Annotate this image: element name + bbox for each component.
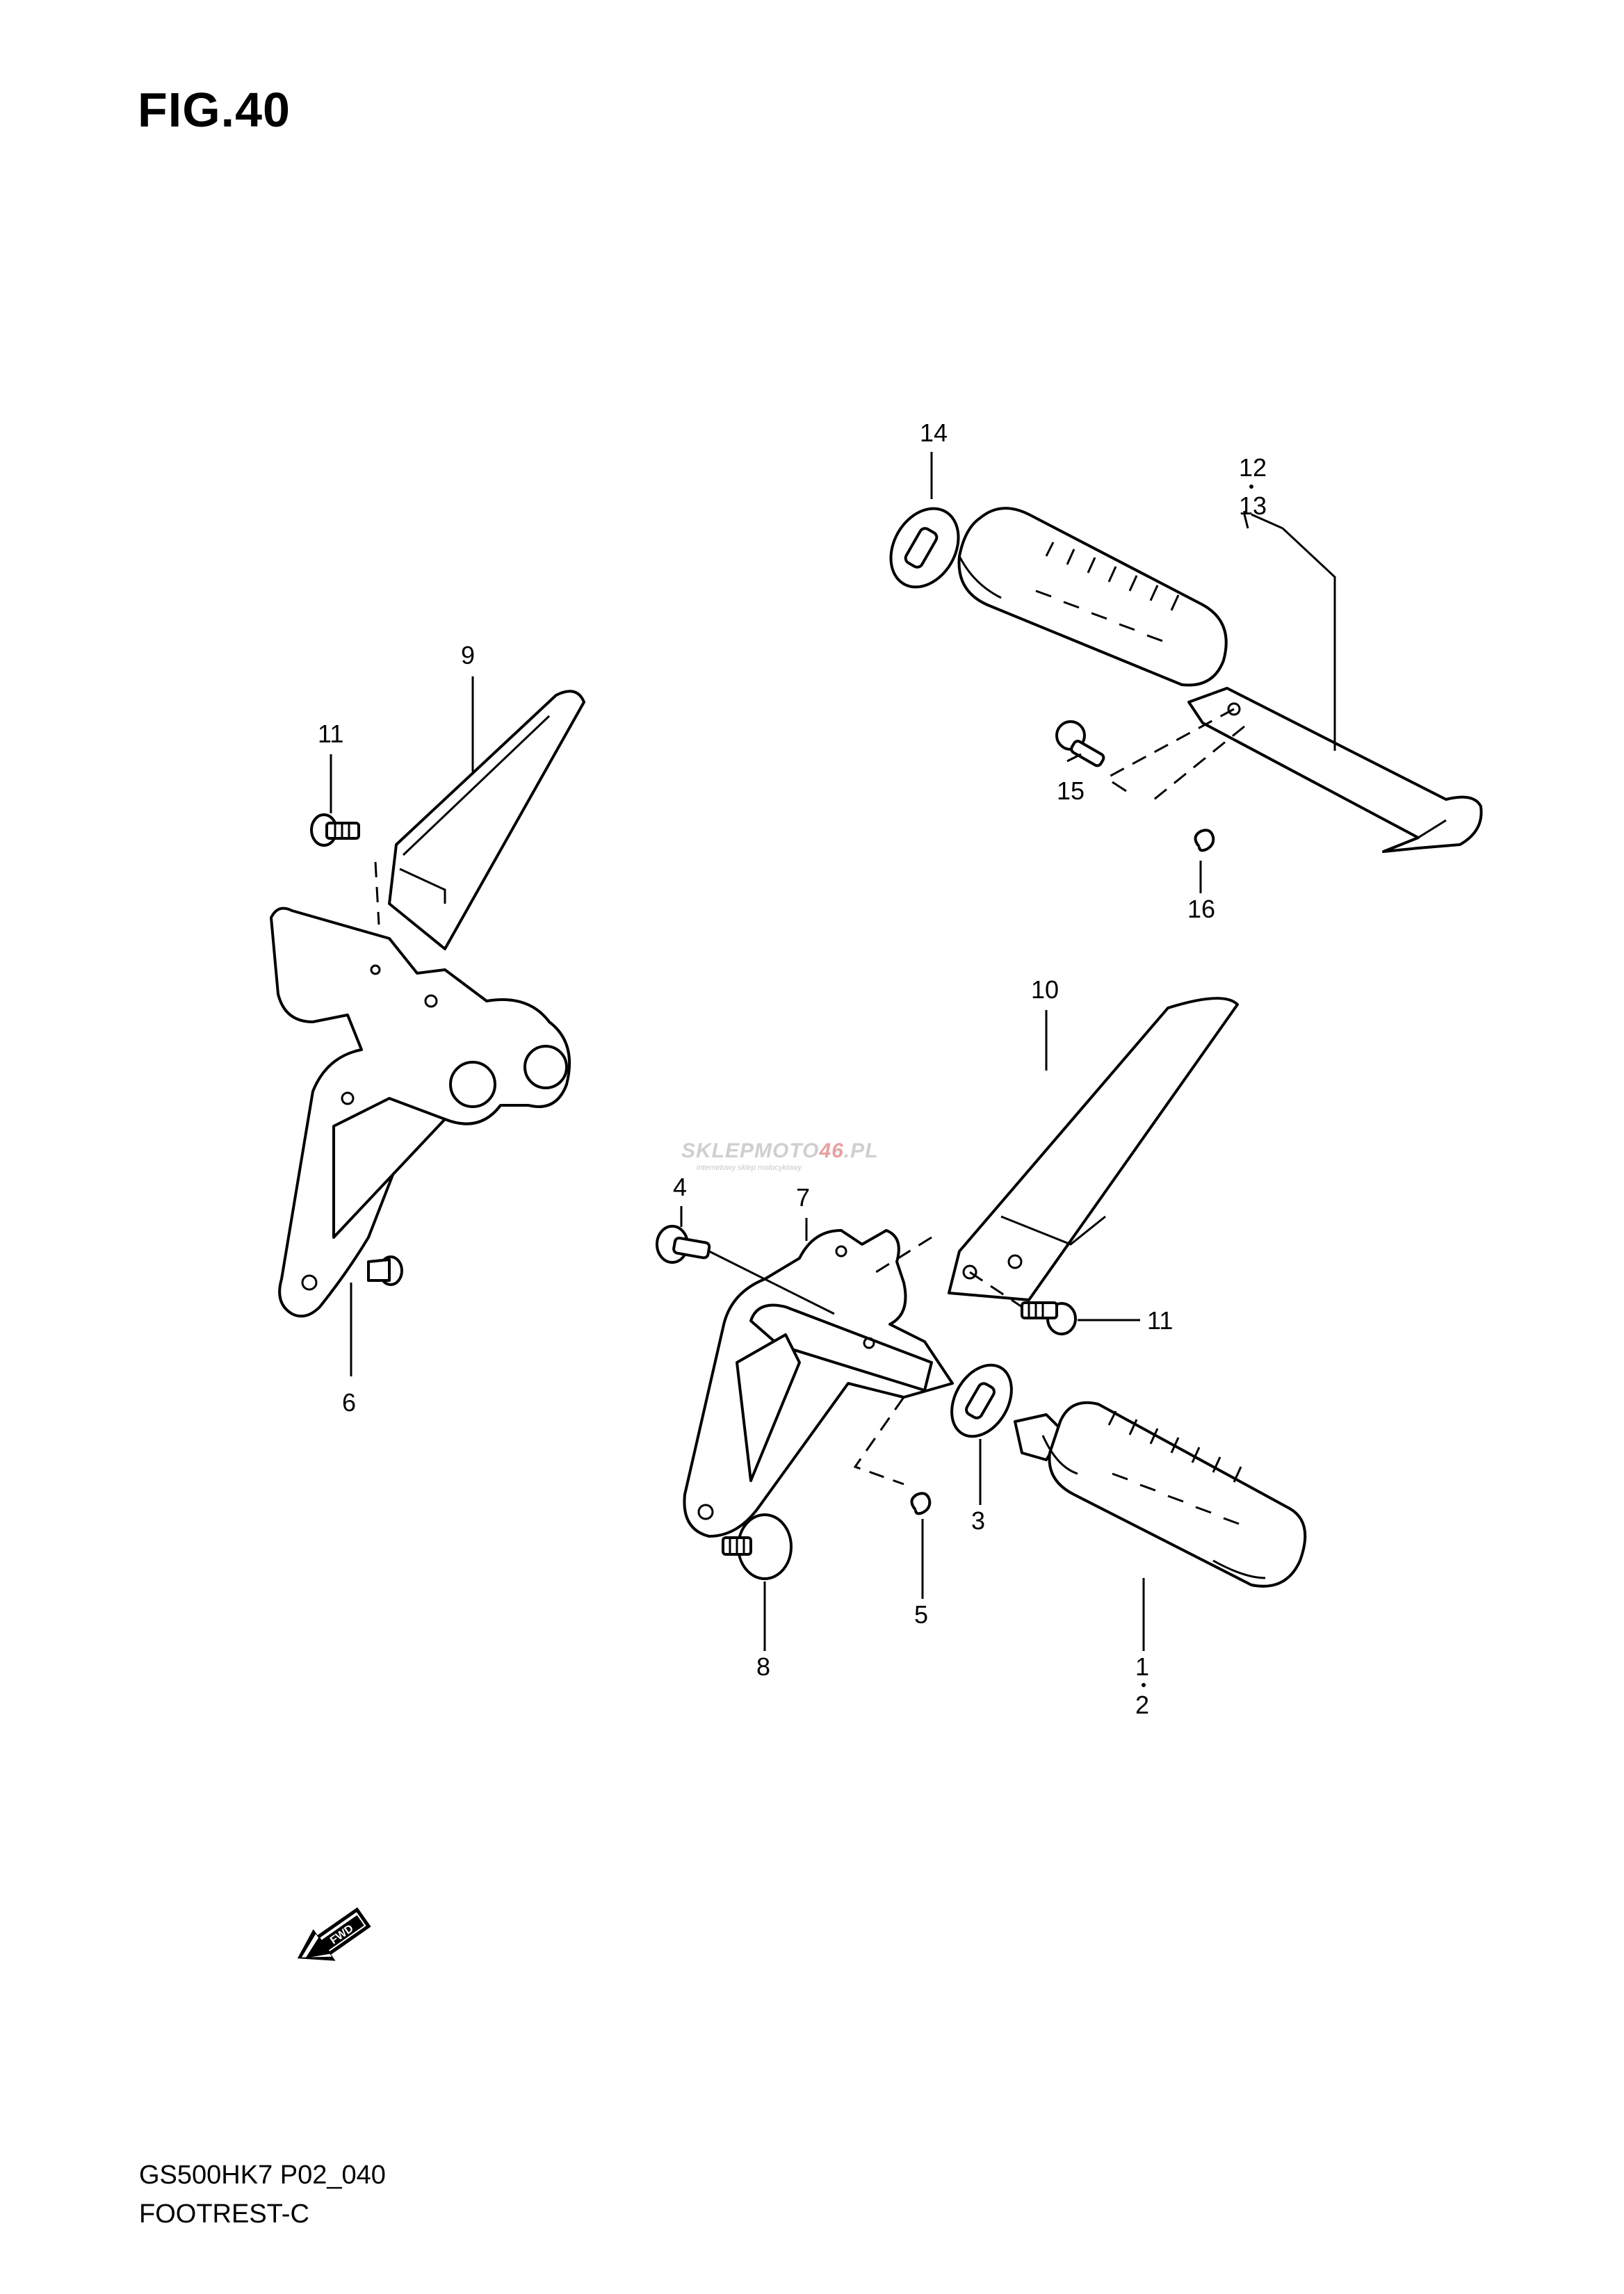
callout-12: 12 [1239, 453, 1267, 482]
figure-name: FOOTREST-C [139, 2199, 309, 2229]
callout-4: 4 [673, 1173, 687, 1201]
callout-separator-dot [1142, 1683, 1146, 1687]
callout-9: 9 [461, 641, 475, 669]
figure-code: GS500HK7 P02_040 [139, 2161, 386, 2190]
callout-5: 5 [914, 1600, 928, 1629]
fwd-arrow-icon: FWD [297, 1907, 371, 1961]
footrest-rubber-upper [957, 507, 1228, 687]
bolt-11b-part [1021, 1301, 1077, 1335]
callout-11-right: 11 [1147, 1306, 1173, 1335]
footrest-bar-12-13 [1187, 687, 1483, 853]
watermark: SKLEPMOTO46.PL internetowy sklep motocyk… [681, 1139, 879, 1172]
watermark-brand: SKLEPMOTO [681, 1139, 819, 1162]
callout-separator-dot [1249, 485, 1253, 489]
right-bracket-assembly [656, 997, 1307, 1588]
callout-16: 16 [1187, 895, 1215, 923]
callout-7: 7 [796, 1183, 810, 1212]
figure-title: FIG.40 [138, 83, 291, 137]
callout-10: 10 [1031, 975, 1059, 1004]
bolt-4-part [656, 1225, 711, 1264]
callout-6: 6 [342, 1388, 356, 1417]
clip-16-part [1194, 829, 1215, 852]
footrest-1-2-part [1014, 1401, 1307, 1588]
callout-2: 2 [1135, 1691, 1149, 1719]
heel-plate-10-part [948, 997, 1239, 1301]
bolt-11a-part [310, 813, 360, 847]
watermark-number: 46 [818, 1139, 843, 1162]
callout-8: 8 [756, 1652, 770, 1681]
bolt-8-part [722, 1513, 793, 1580]
rear-footrest-assembly [889, 507, 1483, 853]
callout-14: 14 [920, 418, 948, 447]
callout-11-left: 11 [318, 719, 343, 748]
callout-15: 15 [1057, 776, 1085, 805]
callout-labels: 14 12 13 9 11 15 16 10 7 4 11 6 3 5 8 1 … [318, 418, 1267, 1719]
washer-3-part [950, 1363, 1013, 1438]
heel-plate-9-part [388, 690, 585, 950]
callout-1: 1 [1135, 1652, 1149, 1681]
pin-6-part [367, 1255, 403, 1286]
clip-5-part [910, 1492, 932, 1515]
left-bracket-assembly [270, 690, 585, 1318]
pin-15-part [1055, 720, 1105, 767]
svg-text:SKLEPMOTO46.PL: SKLEPMOTO46.PL [681, 1139, 879, 1162]
watermark-domain: .PL [844, 1139, 879, 1162]
callout-3: 3 [971, 1506, 985, 1535]
leader-lines [330, 452, 1202, 1651]
bracket-7-part [683, 1229, 954, 1538]
watermark-tagline: internetowy sklep motocyklowy [697, 1164, 803, 1172]
washer-14-part [889, 507, 960, 589]
callout-13: 13 [1239, 491, 1267, 520]
bracket-6-part [270, 906, 571, 1318]
